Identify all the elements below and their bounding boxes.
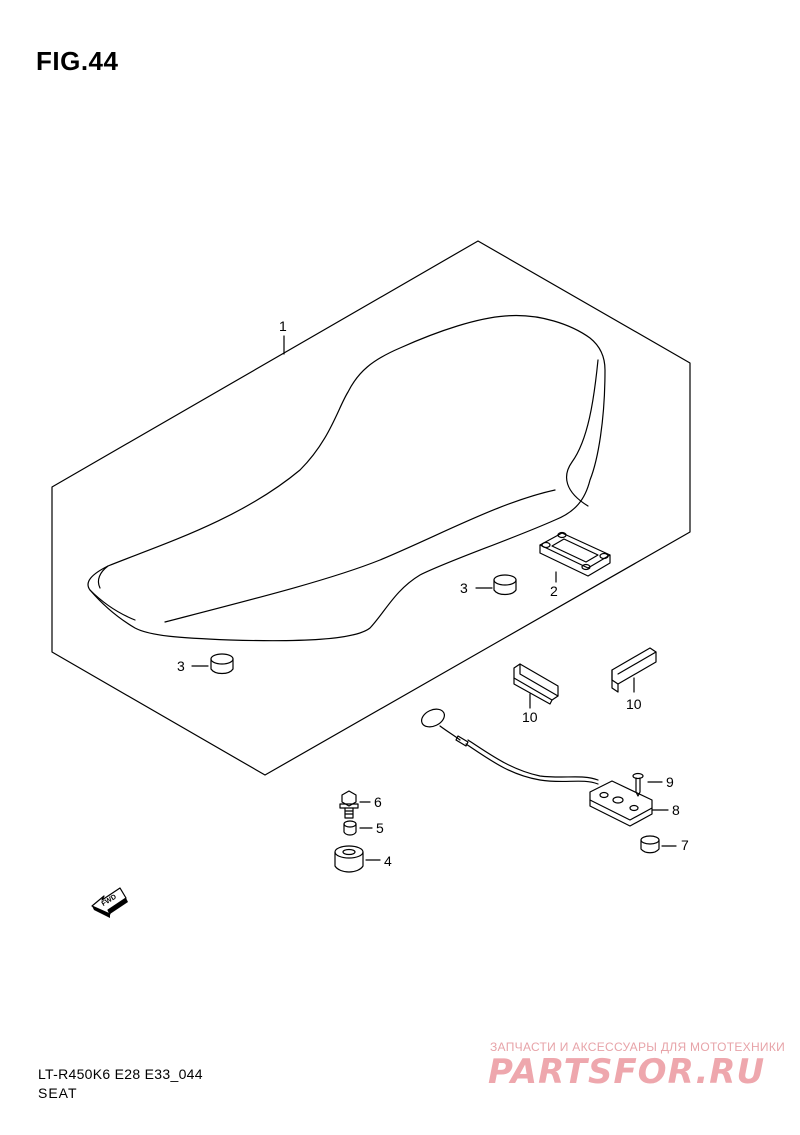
cushion-left-drawing bbox=[210, 653, 234, 675]
watermark-logo: PARTSFOR.RU bbox=[488, 1052, 766, 1092]
callout-nut: 7 bbox=[681, 837, 689, 853]
bracket-drawing bbox=[539, 531, 611, 577]
fwd-arrow-icon: FWD bbox=[91, 887, 128, 918]
group-name: SEAT bbox=[38, 1085, 78, 1101]
callout-collar: 5 bbox=[376, 820, 384, 836]
callout-seat: 1 bbox=[279, 318, 287, 334]
screw-drawing bbox=[632, 772, 644, 797]
lock-plate-drawing bbox=[589, 780, 653, 827]
watermark-tagline: ЗАПЧАСТИ И АКСЕССУАРЫ ДЛЯ МОТОТЕХНИКИ bbox=[490, 1040, 786, 1054]
seat-drawing bbox=[87, 314, 606, 642]
callout-spacer: 4 bbox=[384, 853, 392, 869]
callout-clip-left: 10 bbox=[522, 709, 538, 725]
cushion-right-drawing bbox=[493, 574, 517, 596]
spacer-drawing bbox=[334, 845, 364, 873]
callout-lock-plate: 8 bbox=[672, 802, 680, 818]
model-code: LT-R450K6 E28 E33_044 bbox=[38, 1066, 203, 1082]
callout-clip-right: 10 bbox=[626, 696, 642, 712]
nut-drawing bbox=[640, 835, 660, 854]
callout-cushion-left: 3 bbox=[177, 658, 185, 674]
clip-right-drawing bbox=[611, 647, 657, 693]
lock-cable-drawing bbox=[421, 708, 599, 785]
collar-drawing bbox=[343, 820, 357, 836]
assembly-boundary bbox=[51, 240, 691, 776]
callout-bolt: 6 bbox=[374, 794, 382, 810]
callout-cushion-right: 3 bbox=[460, 580, 468, 596]
clip-left-drawing bbox=[513, 663, 559, 705]
figure-title: FIG.44 bbox=[36, 46, 119, 76]
callout-screw: 9 bbox=[666, 774, 674, 790]
bolt-drawing bbox=[339, 790, 359, 819]
callout-bracket: 2 bbox=[550, 583, 558, 599]
